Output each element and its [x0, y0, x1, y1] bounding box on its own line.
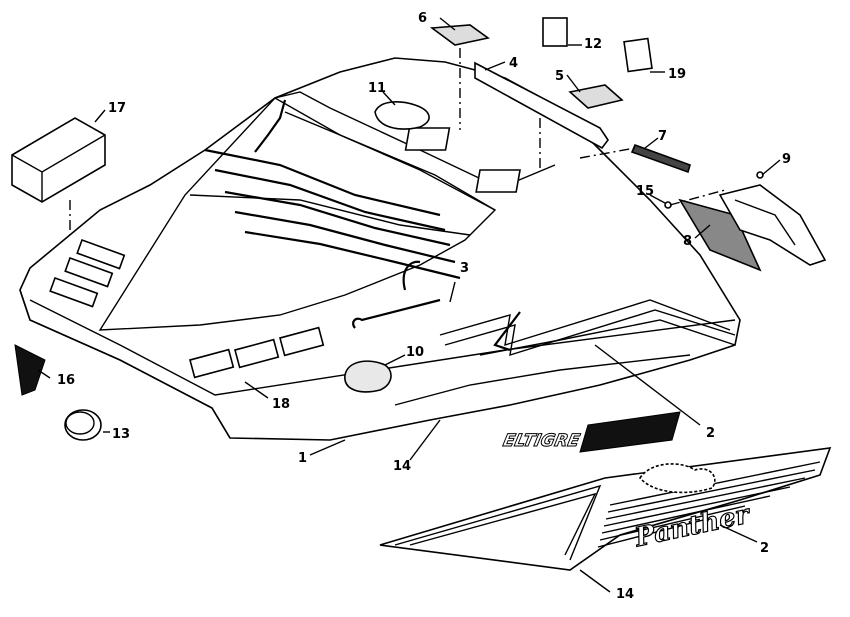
- part-6-patch: [429, 24, 490, 46]
- windshield-opening: [98, 97, 497, 331]
- callout-16: 16: [57, 373, 75, 388]
- left-vent-slots: [49, 238, 126, 308]
- callout-15: 15: [636, 184, 654, 199]
- part-9-grille: [718, 184, 827, 266]
- emblem-10: [344, 360, 392, 393]
- callout-2-lower: 2: [760, 541, 769, 556]
- callout-14-upper: 14: [393, 459, 411, 474]
- part-16-bracket: [14, 344, 46, 396]
- callout-8: 8: [683, 234, 692, 249]
- callout-12: 12: [584, 37, 602, 52]
- part-7-strip: [630, 143, 691, 174]
- callout-4: 4: [509, 56, 518, 71]
- callout-1: 1: [298, 451, 307, 466]
- callout-18: 18: [272, 397, 290, 412]
- callout-10: 10: [406, 345, 424, 360]
- callout-13: 13: [112, 427, 130, 442]
- part-12-decal: [542, 17, 568, 47]
- latch-hook-upper: [402, 260, 421, 291]
- callout-11: 11: [368, 81, 386, 96]
- callout-14-lower: 14: [616, 587, 634, 602]
- part-5-patch: [568, 84, 624, 109]
- decal-hatch-lines: [597, 461, 821, 548]
- part-19-decal: [623, 37, 653, 73]
- callout-17: 17: [108, 101, 126, 116]
- emblem-11: [374, 101, 430, 130]
- callout-19: 19: [668, 67, 686, 82]
- front-vent-slots: [189, 326, 325, 379]
- latch-hook-lower: [352, 298, 441, 329]
- eltigre-decal: ELTIGRE: [501, 411, 681, 453]
- hood-stripe-decal: [394, 299, 736, 406]
- hood-shell: [19, 57, 741, 441]
- callout-2-upper: 2: [706, 426, 715, 441]
- callout-3: 3: [460, 261, 469, 276]
- brand-logo-text: ELTIGRE: [501, 431, 582, 451]
- part-4-strip: [474, 61, 609, 150]
- hood-louvers: [204, 99, 461, 280]
- callout-5: 5: [555, 69, 564, 84]
- callout-7: 7: [658, 129, 667, 144]
- hood-assembly: [19, 57, 741, 441]
- callout-6: 6: [418, 11, 427, 26]
- callout-9: 9: [782, 152, 791, 167]
- part-17-box: [11, 117, 106, 203]
- callout-numbers: 1 2 2 3 4 5 6 7 8 9 10 11 12 13 14 14 15…: [57, 11, 791, 602]
- leader-lines: [37, 17, 781, 593]
- part-13-cap: [64, 409, 102, 441]
